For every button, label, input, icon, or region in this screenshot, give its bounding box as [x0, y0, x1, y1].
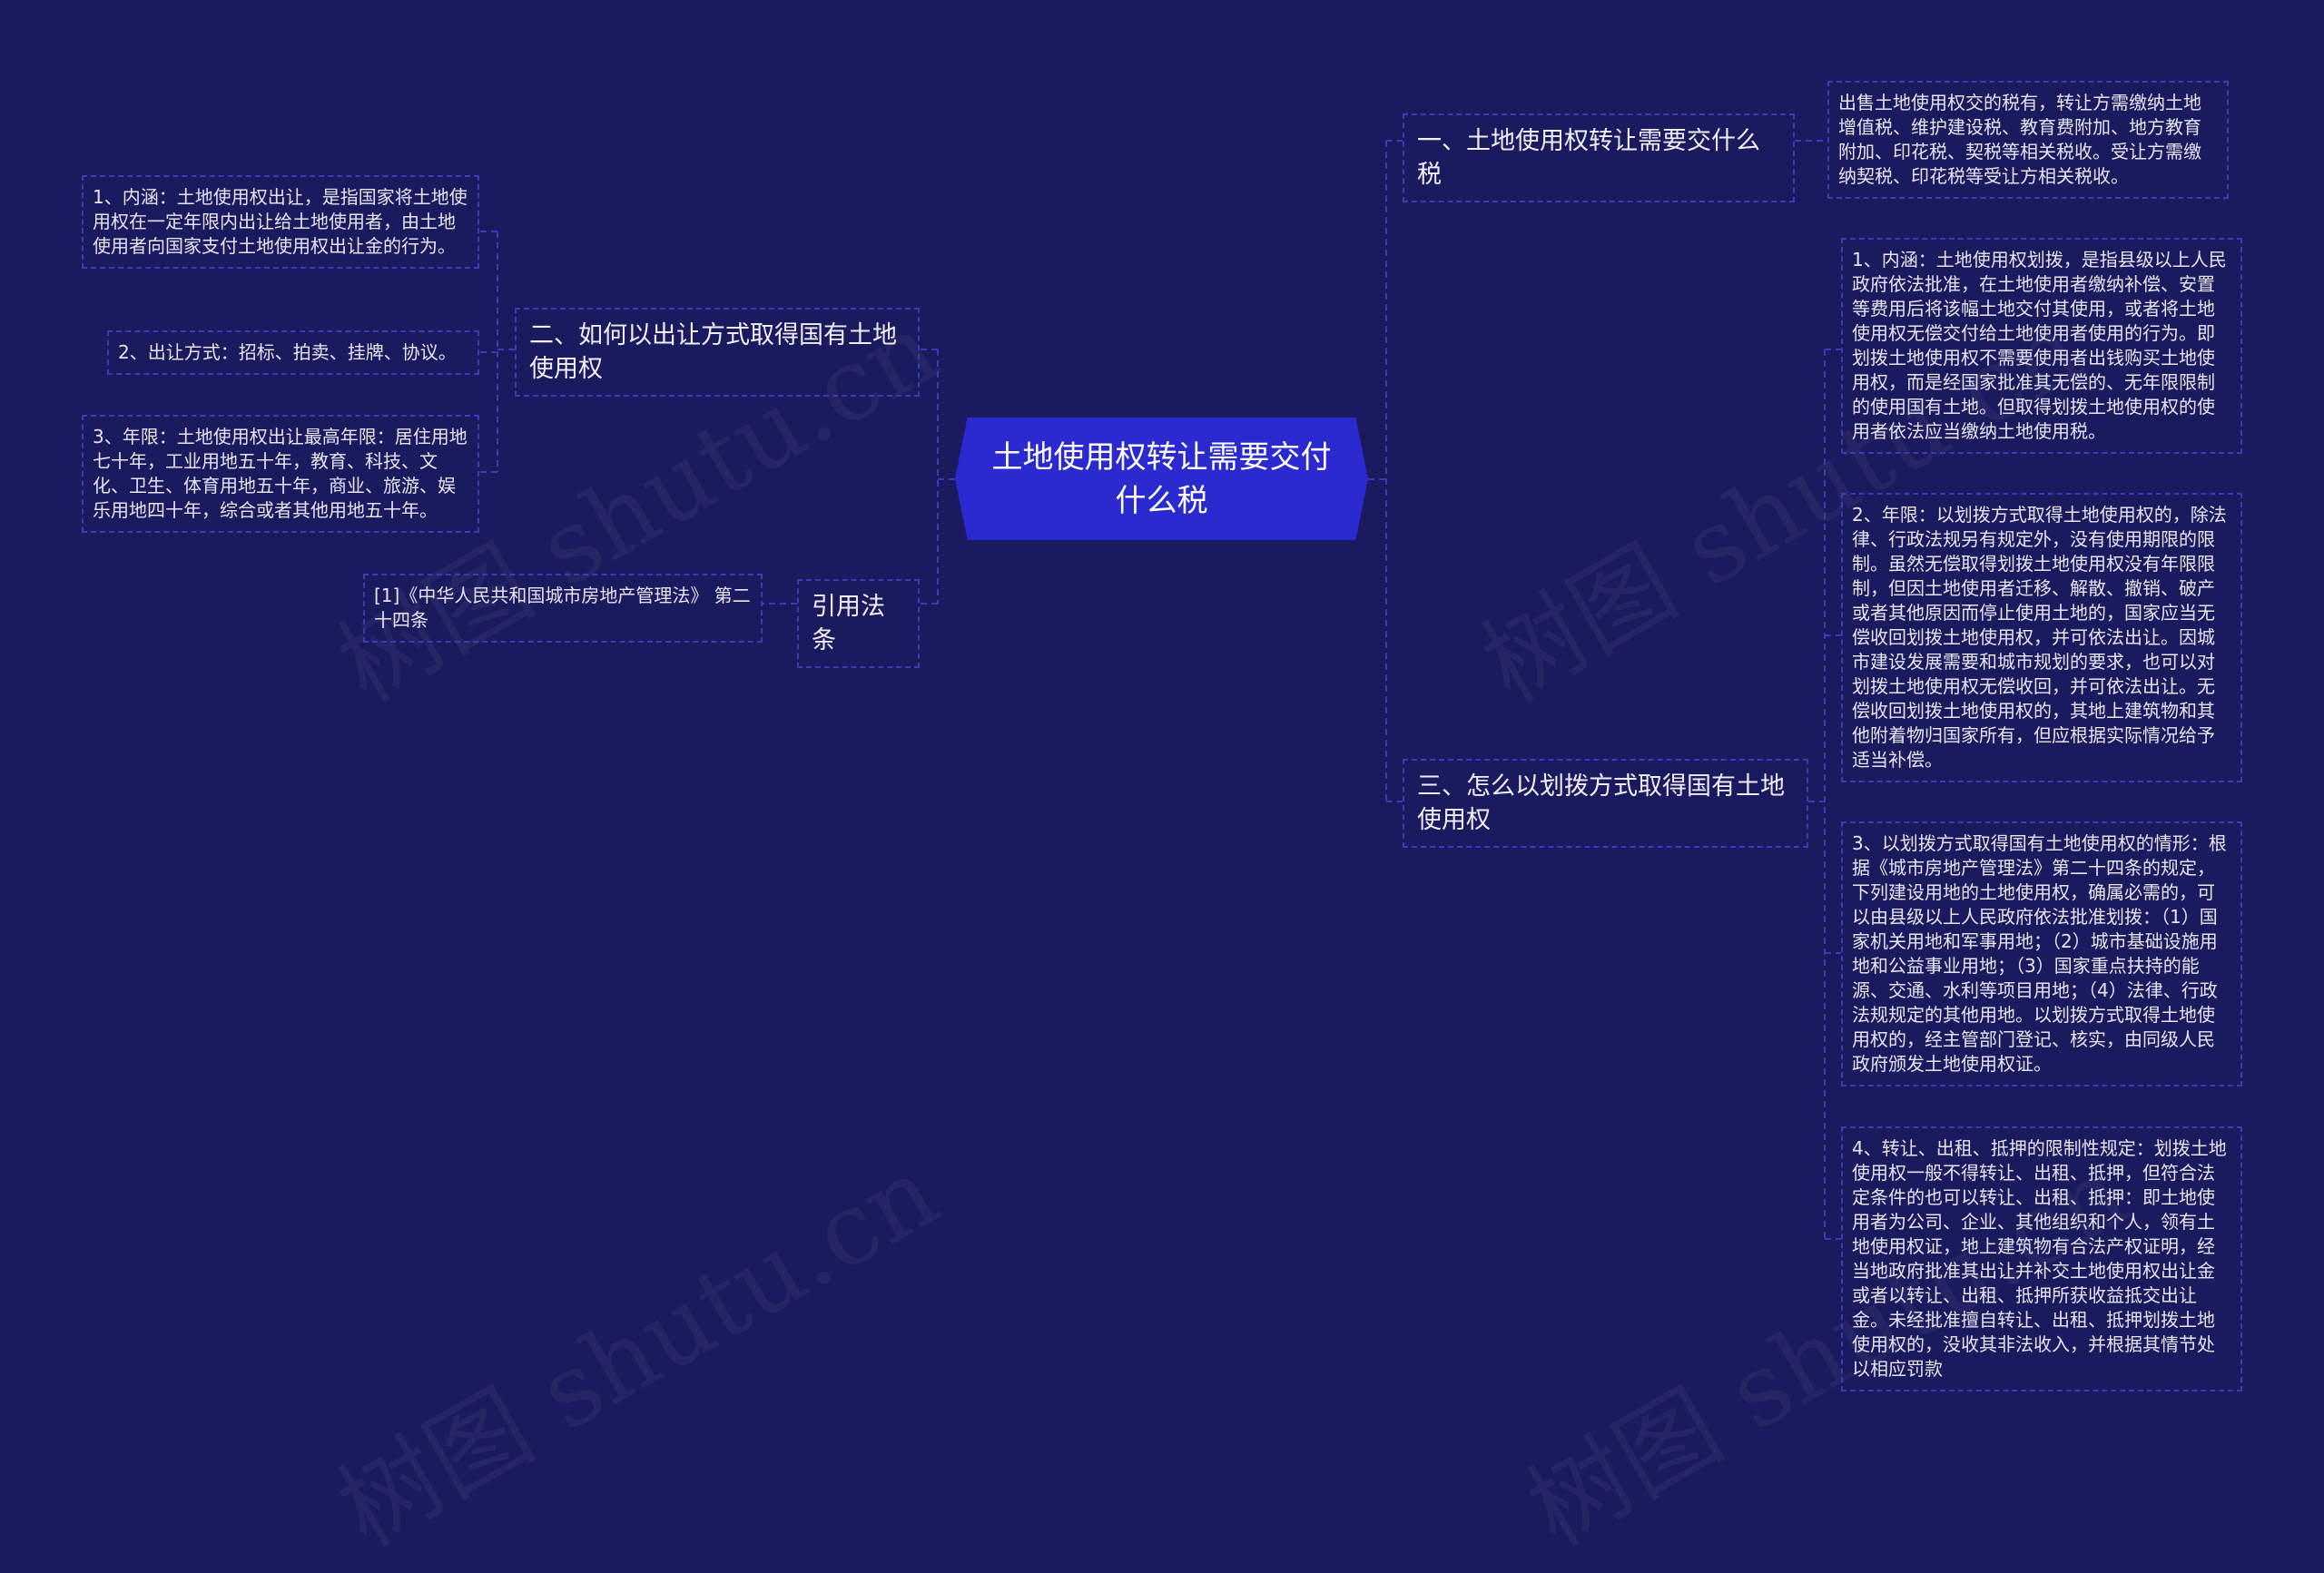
leaf-node[interactable]: 2、年限：以划拨方式取得土地使用权的，除法律、行政法规另有规定外，没有使用期限的… — [1841, 493, 2242, 782]
leaf-text: 2、年限：以划拨方式取得土地使用权的，除法律、行政法规另有规定外，没有使用期限的… — [1852, 504, 2227, 771]
leaf-node[interactable]: 4、转让、出租、抵押的限制性规定：划拨土地使用权一般不得转让、出租、抵押，但符合… — [1841, 1126, 2242, 1391]
topic-node-1[interactable]: 一、土地使用权转让需要交什么税 — [1403, 113, 1795, 202]
leaf-text: 出售土地使用权交的税有，转让方需缴纳土地增值税、维护建设税、教育费附加、地方教育… — [1838, 92, 2201, 187]
leaf-text: 4、转让、出租、抵押的限制性规定：划拨土地使用权一般不得转让、出租、抵押，但符合… — [1852, 1137, 2227, 1380]
topic-node-law[interactable]: 引用法条 — [797, 579, 920, 668]
leaf-text: 1、内涵：土地使用权划拨，是指县级以上人民政府依法批准，在土地使用者缴纳补偿、安… — [1852, 249, 2227, 442]
root-node[interactable]: 土地使用权转让需要交付什么税 — [955, 418, 1368, 540]
leaf-node[interactable]: 3、以划拨方式取得国有土地使用权的情形：根据《城市房地产管理法》第二十四条的规定… — [1841, 821, 2242, 1086]
watermark: 树图 shutu.cn — [320, 1134, 957, 1568]
topic-title: 引用法条 — [812, 593, 885, 654]
root-title: 土地使用权转让需要交付什么税 — [991, 438, 1332, 519]
topic-title: 一、土地使用权转让需要交什么税 — [1417, 127, 1760, 189]
leaf-text: 3、以划拨方式取得国有土地使用权的情形：根据《城市房地产管理法》第二十四条的规定… — [1852, 832, 2227, 1075]
topic-title: 三、怎么以划拨方式取得国有土地使用权 — [1417, 772, 1785, 834]
leaf-node[interactable]: 3、年限：土地使用权出让最高年限：居住用地七十年，工业用地五十年，教育、科技、文… — [82, 415, 479, 533]
leaf-text: 1、内涵：土地使用权出让，是指国家将土地使用权在一定年限内出让给土地使用者，由土… — [93, 186, 468, 257]
leaf-node[interactable]: 2、出让方式：招标、拍卖、挂牌、协议。 — [107, 330, 479, 375]
topic-title: 二、如何以出让方式取得国有土地使用权 — [529, 321, 897, 383]
leaf-text: 3、年限：土地使用权出让最高年限：居住用地七十年，工业用地五十年，教育、科技、文… — [93, 426, 468, 521]
leaf-node[interactable]: 1、内涵：土地使用权划拨，是指县级以上人民政府依法批准，在土地使用者缴纳补偿、安… — [1841, 238, 2242, 454]
leaf-node[interactable]: [1]《中华人民共和国城市房地产管理法》 第二十四条 — [363, 574, 763, 643]
leaf-node[interactable]: 出售土地使用权交的税有，转让方需缴纳土地增值税、维护建设税、教育费附加、地方教育… — [1827, 81, 2229, 199]
topic-node-3[interactable]: 三、怎么以划拨方式取得国有土地使用权 — [1403, 759, 1808, 848]
leaf-text: 2、出让方式：招标、拍卖、挂牌、协议。 — [118, 341, 457, 363]
leaf-text: [1]《中华人民共和国城市房地产管理法》 第二十四条 — [374, 585, 751, 631]
leaf-node[interactable]: 1、内涵：土地使用权出让，是指国家将土地使用权在一定年限内出让给土地使用者，由土… — [82, 175, 479, 269]
topic-node-2[interactable]: 二、如何以出让方式取得国有土地使用权 — [515, 308, 920, 397]
